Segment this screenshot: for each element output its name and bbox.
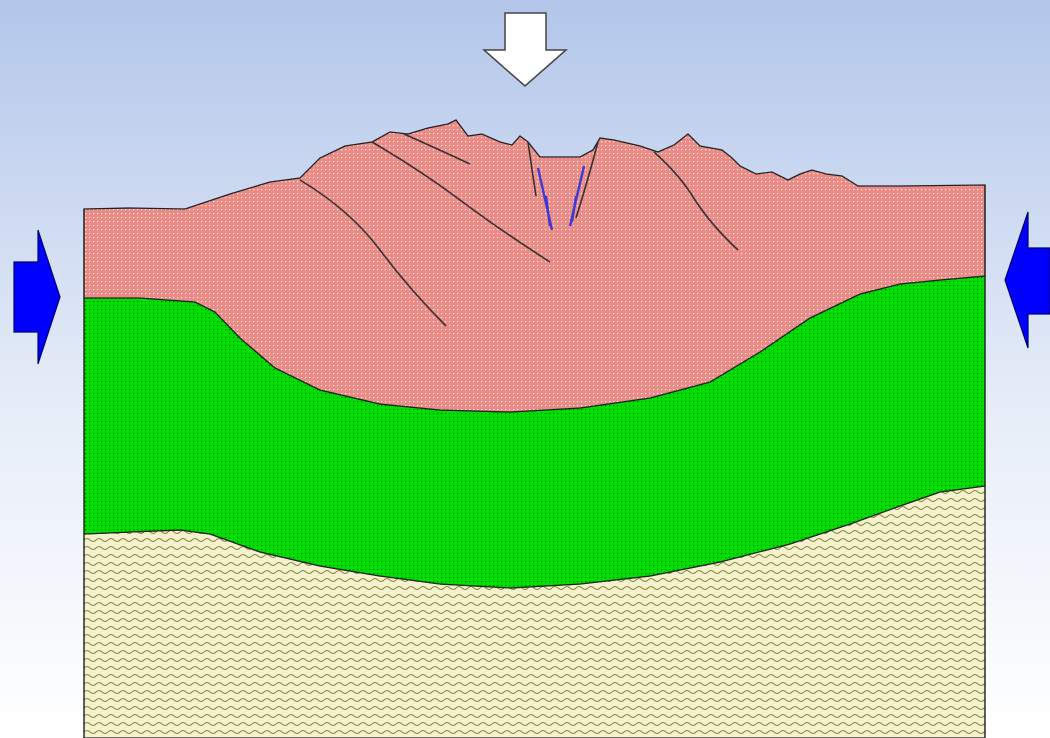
geologic-cross-section-diagram (0, 0, 1050, 738)
diagram-canvas (0, 0, 1050, 738)
